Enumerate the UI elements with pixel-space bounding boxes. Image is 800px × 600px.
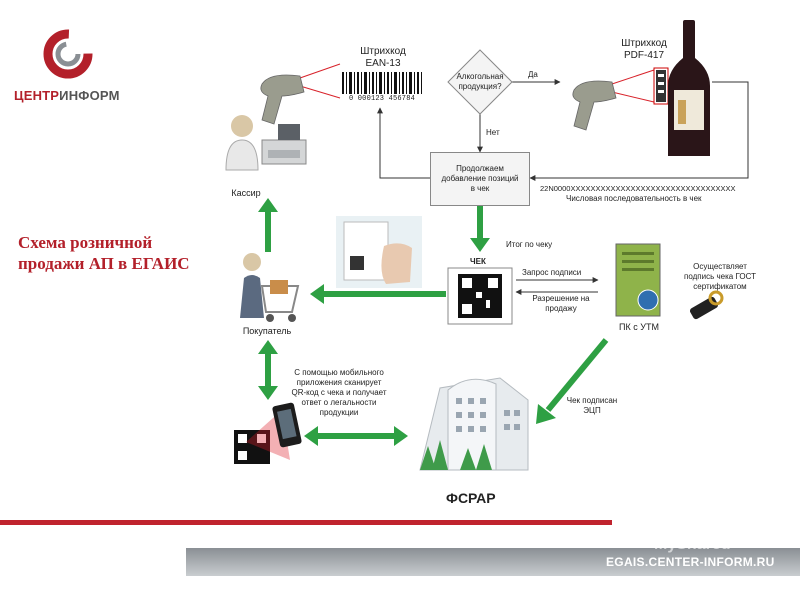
label-gost: Осуществляет подпись чека ГОСТ сертифика… xyxy=(670,262,770,292)
process-box: Продолжаем добавление позиций в чек xyxy=(430,152,530,206)
pc-utm-icon xyxy=(615,243,661,317)
signed-line1: Чек подписан xyxy=(566,396,618,405)
permission-line2: продажу xyxy=(545,304,577,313)
sequence-code: 22N0000XXXXXXXXXXXXXXXXXXXXXXXXXXXXXXXXX xyxy=(540,184,736,193)
label-permission: Разрешение на продажу xyxy=(526,294,596,314)
connector-process-loop xyxy=(377,107,430,179)
barcode-ean-icon xyxy=(340,72,424,98)
mobile-line-5: продукции xyxy=(319,408,359,417)
permission-line1: Разрешение на xyxy=(532,294,590,303)
label-request-sign: Запрос подписи xyxy=(522,268,582,277)
accent-line xyxy=(0,520,612,525)
green-arrows xyxy=(258,198,609,446)
footer-watermark: MyShared xyxy=(654,536,731,553)
label-signed: Чек подписан ЭЦП xyxy=(562,396,622,416)
label-barcode-ean: Штрихкод EAN-13 xyxy=(344,46,422,70)
brand-name: ЦЕНТРИНФОРМ xyxy=(14,88,120,103)
wine-bottle-icon xyxy=(668,20,710,156)
label-buyer: Покупатель xyxy=(242,326,292,336)
connector-pdf-return xyxy=(529,81,749,181)
barcode-pdf-line2: PDF-417 xyxy=(623,50,664,61)
label-mobile: С помощью мобильного приложения сканируе… xyxy=(284,368,394,418)
barcode-pdf-icon xyxy=(653,67,669,105)
label-receipt-total: Итог по чеку xyxy=(506,240,553,249)
label-barcode-pdf: Штрихкод PDF-417 xyxy=(614,38,674,62)
mobile-line-1: С помощью мобильного xyxy=(294,368,384,377)
barcode-ean-digits: 0 000123 456784 xyxy=(348,95,415,103)
barcode-pdf-line1: Штрихкод xyxy=(621,38,667,49)
process-line-2: добавление позиций xyxy=(441,174,519,183)
logo-icon xyxy=(43,29,93,79)
decision-diamond xyxy=(447,49,513,115)
brand-part1: ЦЕНТР xyxy=(14,88,60,103)
decision-line1: Алкогольная xyxy=(456,72,504,81)
gost-line3: сертификатом xyxy=(693,282,747,291)
mobile-line-4: ответ о легальности xyxy=(301,398,377,407)
arrow-utm-to-fsrar xyxy=(545,338,609,412)
footer-bar xyxy=(186,548,800,576)
label-utm: ПК с УТМ xyxy=(619,322,659,332)
buyer-icon xyxy=(240,253,300,322)
footer-url[interactable]: EGAIS.CENTER-INFORM.RU xyxy=(606,555,775,569)
receipt-photo-icon xyxy=(336,216,422,288)
mobile-qr-icon xyxy=(234,402,302,464)
label-decision: Алкогольная продукция? xyxy=(446,72,514,92)
label-fsrar: ФСРАР xyxy=(446,490,496,506)
label-no: Нет xyxy=(486,128,500,137)
gost-line2: подпись чека ГОСТ xyxy=(684,272,756,281)
signed-line2: ЭЦП xyxy=(583,406,601,415)
diagram-title: Схема розничной продажи АП в ЕГАИС xyxy=(18,232,228,274)
barcode-ean-line2: EAN-13 xyxy=(365,58,401,69)
mobile-line-3: QR-код с чека и получает xyxy=(291,388,387,397)
mobile-line-2: приложения сканирует xyxy=(296,378,382,387)
label-receipt: ЧЕК xyxy=(470,257,486,266)
process-line-3: в чек xyxy=(470,184,490,193)
scanner-left-icon xyxy=(260,63,341,125)
title-line-1: Схема розничной xyxy=(18,233,153,252)
brand-part2: ИНФОРМ xyxy=(59,88,120,103)
sequence-caption: Числовая последовательность в чек xyxy=(566,194,702,203)
title-line-2: продажи АП в ЕГАИС xyxy=(18,254,190,273)
label-yes: Да xyxy=(528,70,538,79)
decision-line2: продукция? xyxy=(458,82,502,91)
gost-line1: Осуществляет xyxy=(693,262,747,271)
cashier-icon xyxy=(225,115,307,171)
process-line-1: Продолжаем xyxy=(456,164,504,173)
label-cashier: Кассир xyxy=(231,188,261,198)
receipt-qr-icon xyxy=(447,267,513,325)
scanner-right-icon xyxy=(572,69,655,131)
barcode-ean-line1: Штрихкод xyxy=(360,46,406,57)
usb-token-icon xyxy=(689,290,724,320)
fsrar-building-icon xyxy=(419,377,529,471)
